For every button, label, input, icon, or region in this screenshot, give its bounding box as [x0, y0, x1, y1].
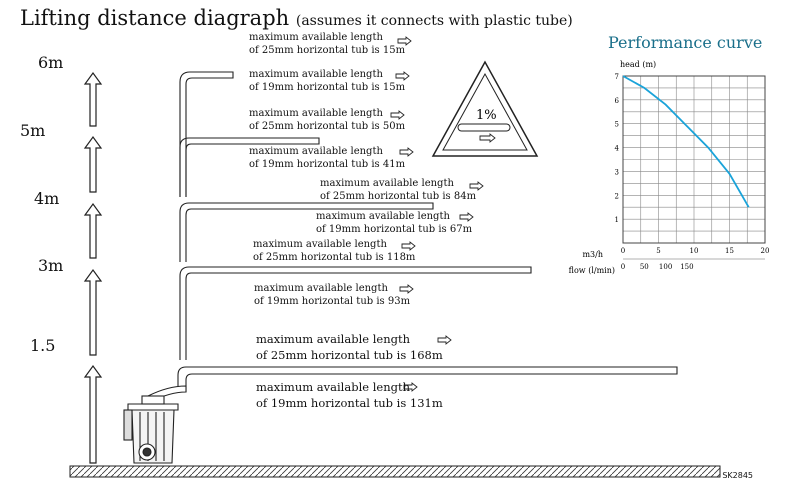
- note-arrow-10: [403, 382, 418, 392]
- diagram-title: Lifting distance diagraph (assumes it co…: [20, 6, 573, 30]
- note-arrow-3: [390, 110, 405, 120]
- x-tick-label: 15: [725, 247, 734, 255]
- note-line: maximum available length: [256, 332, 410, 346]
- y-tick-label: 7: [615, 73, 619, 81]
- x-axis-label: m3/h: [582, 250, 603, 259]
- sheet-code: SK2845: [722, 471, 753, 480]
- pipe-5m: [179, 137, 320, 197]
- note-line: maximum available length: [320, 178, 454, 189]
- pipe-6m: [179, 71, 234, 197]
- x-tick-label: 10: [690, 247, 699, 255]
- performance-chart: 1 2 3 4 5 6 7 0 5 10 15 20 0 50 100 150 head (m) m3/h flow…: [569, 60, 770, 275]
- height-label-6m: 6m: [38, 53, 64, 72]
- y-tick-label: 3: [615, 168, 619, 176]
- note-arrow-8: [399, 284, 414, 294]
- note-line: maximum available length: [253, 239, 387, 250]
- height-label-4m: 4m: [34, 189, 60, 208]
- slope-warning-sign: 1%: [431, 60, 539, 157]
- note-line: maximum available length: [249, 108, 383, 119]
- note-line: of 25mm horizontal tub is 84m: [320, 191, 477, 202]
- performance-series-line: [622, 75, 750, 208]
- height-label-1-5m: 1.5: [30, 336, 56, 355]
- y-tick-label: 2: [615, 192, 619, 200]
- x-tick-label: 5: [656, 247, 660, 255]
- x-tick-label: 0: [621, 247, 625, 255]
- note-line: of 25mm horizontal tub is 168m: [256, 348, 443, 362]
- note-6m-25mm: maximum available length of 25mm horizon…: [249, 31, 405, 57]
- note-1-5m-25mm: maximum available length of 25mm horizon…: [256, 331, 443, 363]
- note-line: maximum available length: [249, 32, 383, 43]
- x2-axis-label: flow (l/min): [569, 266, 615, 275]
- pipe-4m: [179, 202, 434, 262]
- height-arrow-4: [83, 135, 103, 193]
- note-5m-19mm: maximum available length of 19mm horizon…: [249, 145, 405, 171]
- height-arrow-5: [83, 71, 103, 127]
- note-line: of 19mm horizontal tub is 67m: [316, 224, 473, 235]
- note-line: maximum available length: [254, 283, 388, 294]
- note-arrow-1: [397, 36, 412, 46]
- pipe-3m: [179, 266, 532, 360]
- height-label-3m: 3m: [38, 256, 64, 275]
- note-arrow-6: [459, 212, 474, 222]
- note-line: maximum available length: [249, 146, 383, 157]
- note-line: of 19mm horizontal tub is 131m: [256, 396, 443, 410]
- title-subtitle: (assumes it connects with plastic tube): [295, 13, 573, 29]
- x-tick-label: 20: [761, 247, 770, 255]
- note-line: of 25mm horizontal tub is 50m: [249, 121, 406, 132]
- note-line: maximum available length: [316, 211, 450, 222]
- note-line: of 19mm horizontal tub is 15m: [249, 82, 406, 93]
- x2-tick-label: 0: [621, 263, 625, 271]
- note-4m-25mm: maximum available length of 25mm horizon…: [320, 177, 476, 203]
- note-arrow-7: [401, 241, 416, 251]
- y-axis-label: head (m): [620, 60, 656, 69]
- y-tick-label: 4: [615, 145, 620, 153]
- note-arrow-9: [437, 335, 452, 345]
- note-line: of 25mm horizontal tub is 15m: [249, 45, 406, 56]
- note-6m-19mm: maximum available length of 19mm horizon…: [249, 68, 405, 94]
- x2-tick-label: 150: [680, 263, 693, 271]
- note-line: of 19mm horizontal tub is 41m: [249, 159, 406, 170]
- height-arrow-2: [83, 268, 103, 356]
- note-line: maximum available length: [249, 69, 383, 80]
- height-arrow-1: [83, 364, 103, 464]
- title-text: Lifting distance diagraph: [20, 6, 290, 30]
- note-line: maximum available length: [256, 380, 410, 394]
- x2-tick-label: 50: [640, 263, 649, 271]
- note-arrow-5: [469, 181, 484, 191]
- height-arrow-3: [83, 202, 103, 259]
- note-3m-19mm: maximum available length of 19mm horizon…: [254, 282, 410, 308]
- y-tick-label: 5: [615, 121, 619, 129]
- y-tick-label: 1: [615, 216, 619, 224]
- note-line: of 25mm horizontal tub is 118m: [253, 252, 416, 263]
- note-5m-25mm: maximum available length of 25mm horizon…: [249, 107, 405, 133]
- plot-frame: [622, 75, 766, 244]
- note-line: of 19mm horizontal tub is 93m: [254, 296, 411, 307]
- note-3m-25mm: maximum available length of 25mm horizon…: [253, 238, 415, 264]
- height-label-5m: 5m: [20, 121, 46, 140]
- pipe-1-5m: [177, 366, 678, 392]
- slope-percent: 1%: [476, 108, 497, 123]
- performance-title: Performance curve: [608, 33, 763, 52]
- pump-unit: [123, 385, 187, 464]
- ground-hatch: [69, 465, 721, 478]
- x2-tick-label: 100: [659, 263, 672, 271]
- y-tick-label: 6: [615, 97, 620, 105]
- note-arrow-4: [399, 147, 414, 157]
- note-1-5m-19mm: maximum available length of 19mm horizon…: [256, 379, 443, 411]
- note-4m-19mm: maximum available length of 19mm horizon…: [316, 210, 472, 236]
- note-arrow-2: [395, 71, 410, 81]
